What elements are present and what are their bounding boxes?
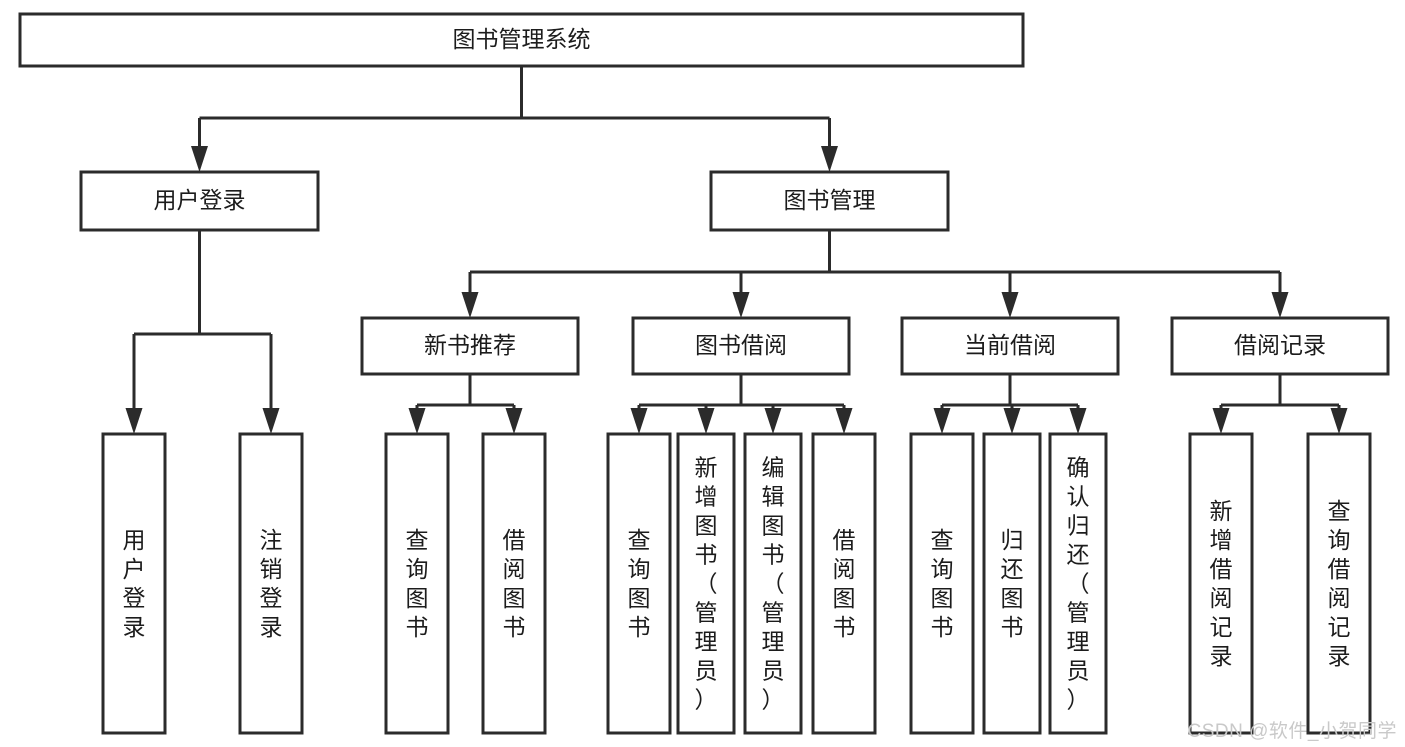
node-box[interactable]: [900, 316, 1120, 376]
node-box[interactable]: [481, 432, 547, 735]
connector-group-book-manage: [461, 230, 1289, 318]
node-box[interactable]: [360, 316, 580, 376]
node-box[interactable]: [909, 432, 975, 735]
connector-group-root: [191, 66, 838, 172]
arrow-head-icon: [408, 408, 426, 434]
arrow-head-icon: [262, 408, 280, 434]
arrow-head-icon: [933, 408, 951, 434]
node-box[interactable]: [384, 432, 450, 735]
arrow-head-icon: [1271, 292, 1289, 318]
node-new-book-rec[interactable]: 新书推荐: [360, 316, 580, 376]
node-current-borrow[interactable]: 当前借阅: [900, 316, 1120, 376]
node-box[interactable]: [606, 432, 672, 735]
node-box[interactable]: [238, 432, 304, 735]
connector-layer: [125, 66, 1348, 434]
node-label: 用户登录: [154, 187, 246, 213]
arrow-head-icon: [764, 408, 782, 434]
arrow-head-icon: [732, 292, 750, 318]
node-leaf-confirm-return[interactable]: 确认归还（管理员）: [1048, 432, 1108, 735]
connector-group-book-borrow: [630, 374, 853, 434]
node-box[interactable]: [1306, 432, 1372, 735]
node-book-borrow[interactable]: 图书借阅: [631, 316, 851, 376]
node-box[interactable]: [743, 432, 803, 735]
node-label: 新增借阅记录: [1210, 498, 1233, 669]
watermark-text: CSDN @软件_小贺同学: [1187, 721, 1397, 742]
arrow-head-icon: [1003, 408, 1021, 434]
node-box[interactable]: [811, 432, 877, 735]
node-leaf-query-record[interactable]: 查询借阅记录: [1306, 432, 1372, 735]
arrow-head-icon: [125, 408, 143, 434]
node-box[interactable]: [982, 432, 1042, 735]
node-label: 查询图书: [931, 527, 954, 640]
node-label: 用户登录: [123, 527, 146, 640]
node-label: 查询图书: [628, 527, 651, 640]
node-label: 查询借阅记录: [1328, 498, 1351, 669]
node-label: 借阅图书: [833, 527, 856, 640]
node-leaf-borrow-book-2[interactable]: 借阅图书: [811, 432, 877, 735]
node-borrow-record[interactable]: 借阅记录: [1170, 316, 1390, 376]
node-label: 新增图书（管理员）: [695, 455, 718, 713]
node-box[interactable]: [676, 432, 736, 735]
node-label: 借阅图书: [503, 527, 526, 640]
node-leaf-borrow-book-1[interactable]: 借阅图书: [481, 432, 547, 735]
arrow-head-icon: [1212, 408, 1230, 434]
node-user-login[interactable]: 用户登录: [79, 170, 320, 232]
node-label: 编辑图书（管理员）: [762, 455, 785, 713]
arrow-head-icon: [1001, 292, 1019, 318]
node-leaf-return-book[interactable]: 归还图书: [982, 432, 1042, 735]
node-box[interactable]: [709, 170, 950, 232]
node-label: 图书借阅: [695, 332, 787, 358]
node-label: 注销登录: [260, 527, 283, 640]
node-leaf-add-book[interactable]: 新增图书（管理员）: [676, 432, 736, 735]
node-leaf-edit-book[interactable]: 编辑图书（管理员）: [743, 432, 803, 735]
node-label: 图书管理: [784, 187, 876, 213]
arrow-head-icon: [835, 408, 853, 434]
arrow-head-icon: [697, 408, 715, 434]
node-box[interactable]: [1048, 432, 1108, 735]
node-leaf-add-record[interactable]: 新增借阅记录: [1188, 432, 1254, 735]
node-box[interactable]: [631, 316, 851, 376]
node-box[interactable]: [101, 432, 167, 735]
node-leaf-user-logout[interactable]: 注销登录: [238, 432, 304, 735]
node-box[interactable]: [1188, 432, 1254, 735]
node-label: 确认归还（管理员）: [1067, 455, 1090, 713]
node-leaf-user-login[interactable]: 用户登录: [101, 432, 167, 735]
node-label: 新书推荐: [424, 332, 516, 358]
node-leaf-query-book-3[interactable]: 查询图书: [909, 432, 975, 735]
node-book-manage[interactable]: 图书管理: [709, 170, 950, 232]
node-box[interactable]: [79, 170, 320, 232]
arrow-head-icon: [630, 408, 648, 434]
connector-group-borrow-record: [1212, 374, 1348, 434]
arrow-head-icon: [191, 146, 208, 172]
connector-group-new-book-rec: [408, 374, 523, 434]
node-label: 借阅记录: [1234, 332, 1326, 358]
arrow-head-icon: [1069, 408, 1087, 434]
node-label: 当前借阅: [964, 332, 1056, 358]
node-leaf-query-book-1[interactable]: 查询图书: [384, 432, 450, 735]
arrow-head-icon: [821, 146, 838, 172]
node-label: 查询图书: [406, 527, 429, 640]
arrow-head-icon: [1330, 408, 1348, 434]
node-root[interactable]: 图书管理系统: [18, 12, 1025, 68]
node-label: 图书管理系统: [453, 26, 591, 52]
connector-group-current-borrow: [933, 374, 1087, 434]
arrow-head-icon: [461, 292, 479, 318]
arrow-head-icon: [505, 408, 523, 434]
node-leaf-query-book-2[interactable]: 查询图书: [606, 432, 672, 735]
node-box[interactable]: [18, 12, 1025, 68]
node-label: 归还图书: [1001, 527, 1024, 640]
node-layer: 图书管理系统用户登录图书管理新书推荐图书借阅当前借阅借阅记录用户登录注销登录查询…: [18, 12, 1390, 735]
node-box[interactable]: [1170, 316, 1390, 376]
connector-group-user-login: [125, 230, 280, 434]
